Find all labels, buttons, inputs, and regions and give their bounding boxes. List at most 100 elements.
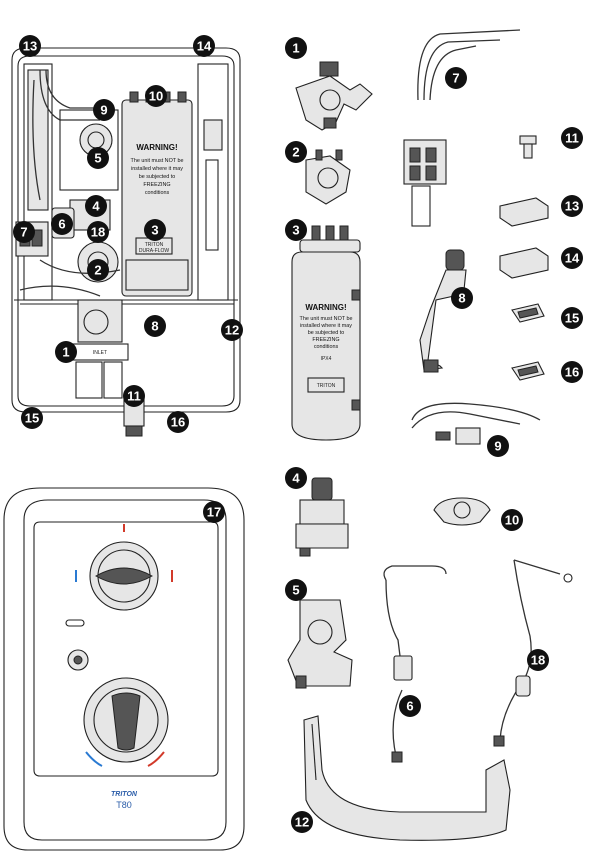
- part-callout-1: 1: [285, 37, 307, 59]
- svg-text:3: 3: [151, 223, 158, 238]
- part-thermal-cutout: [433, 497, 491, 526]
- svg-text:16: 16: [171, 415, 185, 430]
- unit-callout-7: 7: [13, 221, 35, 243]
- can-warning-line-4: FREEZING: [312, 337, 339, 343]
- svg-text:6: 6: [58, 217, 65, 232]
- svg-text:16: 16: [565, 365, 579, 380]
- unit-callout-5: 5: [87, 147, 109, 169]
- svg-text:10: 10: [505, 513, 519, 528]
- part-callout-6: 6: [399, 695, 421, 717]
- heater-brand: TRITON: [145, 242, 164, 248]
- unit-callout-2: 2: [87, 259, 109, 281]
- inlet-label: INLET: [93, 350, 107, 356]
- part-callout-18: 18: [527, 649, 549, 671]
- part-callout-15: 15: [561, 307, 583, 329]
- svg-text:17: 17: [207, 505, 221, 520]
- part-callout-12: 12: [291, 811, 313, 833]
- part-callout-2: 2: [285, 141, 307, 163]
- part-inlet-valve: [295, 61, 373, 131]
- unit-callout-1: 1: [55, 341, 77, 363]
- part-callout-11: 11: [561, 127, 583, 149]
- part-bottom-cover: [303, 715, 511, 841]
- can-warning-line-3: be subjected to: [308, 330, 345, 336]
- unit-callout-10: 10: [145, 85, 167, 107]
- part-cap-13: [499, 197, 549, 227]
- unit-callout-12: 12: [221, 319, 243, 341]
- part-clip: [519, 135, 537, 159]
- front-cover: TRITON T80: [3, 487, 245, 851]
- warning-line-5: conditions: [145, 190, 170, 196]
- can-warning-line-1: The unit must NOT be: [300, 316, 353, 322]
- unit-callout-15: 15: [21, 407, 43, 429]
- svg-text:13: 13: [23, 39, 37, 54]
- heater-brand-sub: DURA-FLOW: [139, 248, 170, 254]
- part-heater-can: WARNING! The unit must NOT be installed …: [291, 225, 361, 441]
- unit-callout-4: 4: [85, 195, 107, 217]
- part-pressure-switch: [295, 477, 349, 557]
- unit-callout-3: 3: [144, 219, 166, 241]
- can-warning-line-5: conditions: [314, 344, 339, 350]
- part-callout-16: 16: [561, 361, 583, 383]
- front-model: T80: [116, 800, 132, 810]
- part-callout-4: 4: [285, 467, 307, 489]
- part-terminal-block: [403, 29, 521, 227]
- shower-unit-internal-view: WARNING! The unit must NOT be installed …: [11, 47, 241, 437]
- part-callout-13: 13: [561, 195, 583, 217]
- part-callout-7: 7: [445, 67, 467, 89]
- warning-line-3: be subjected to: [139, 174, 176, 180]
- unit-callout-11: 11: [123, 385, 145, 407]
- svg-text:13: 13: [565, 199, 579, 214]
- svg-text:4: 4: [292, 471, 300, 486]
- part-callout-14: 14: [561, 247, 583, 269]
- svg-text:18: 18: [91, 225, 105, 240]
- unit-callout-9: 9: [93, 99, 115, 121]
- svg-text:8: 8: [458, 291, 465, 306]
- part-flow-director: [419, 249, 467, 373]
- svg-text:14: 14: [565, 251, 580, 266]
- warning-line-4: FREEZING: [143, 182, 170, 188]
- svg-text:4: 4: [92, 199, 100, 214]
- part-callout-8: 8: [451, 287, 473, 309]
- svg-text:3: 3: [292, 223, 299, 238]
- svg-text:7: 7: [452, 71, 459, 86]
- part-callout-5: 5: [285, 579, 307, 601]
- part-cap-14: [499, 247, 549, 279]
- part-thermal-sensor: [383, 565, 447, 763]
- svg-text:11: 11: [127, 389, 141, 404]
- svg-text:6: 6: [406, 699, 413, 714]
- part-callout-10: 10: [501, 509, 523, 531]
- front-brand: TRITON: [111, 791, 138, 798]
- part-callout-9: 9: [487, 435, 509, 457]
- svg-text:12: 12: [225, 323, 239, 338]
- can-warning-title: WARNING!: [305, 303, 346, 312]
- unit-callout-8: 8: [144, 315, 166, 337]
- part-callout-17: 17: [203, 501, 225, 523]
- can-brand: TRITON: [317, 383, 336, 389]
- svg-text:10: 10: [149, 89, 163, 104]
- svg-text:9: 9: [100, 103, 107, 118]
- part-grommet-15: [511, 303, 545, 323]
- svg-text:9: 9: [494, 439, 501, 454]
- svg-text:15: 15: [565, 311, 579, 326]
- can-warning-line-2: installed where it may: [300, 323, 352, 329]
- indicator-light: [65, 619, 85, 627]
- svg-text:14: 14: [197, 39, 212, 54]
- svg-text:15: 15: [25, 411, 39, 426]
- part-pressure-relief-device: [287, 599, 353, 689]
- svg-text:8: 8: [151, 319, 158, 334]
- svg-text:5: 5: [94, 151, 101, 166]
- warning-line-2: installed where it may: [131, 166, 183, 172]
- unit-callout-14: 14: [193, 35, 215, 57]
- part-callout-3: 3: [285, 219, 307, 241]
- warning-line-1: The unit must NOT be: [131, 158, 184, 164]
- part-grommet-16: [511, 361, 545, 381]
- unit-callout-6: 6: [51, 213, 73, 235]
- svg-text:1: 1: [292, 41, 299, 56]
- svg-text:2: 2: [292, 145, 299, 160]
- unit-callout-13: 13: [19, 35, 41, 57]
- unit-callout-16: 16: [167, 411, 189, 433]
- svg-text:2: 2: [94, 263, 101, 278]
- part-wiring-loom: [411, 402, 541, 445]
